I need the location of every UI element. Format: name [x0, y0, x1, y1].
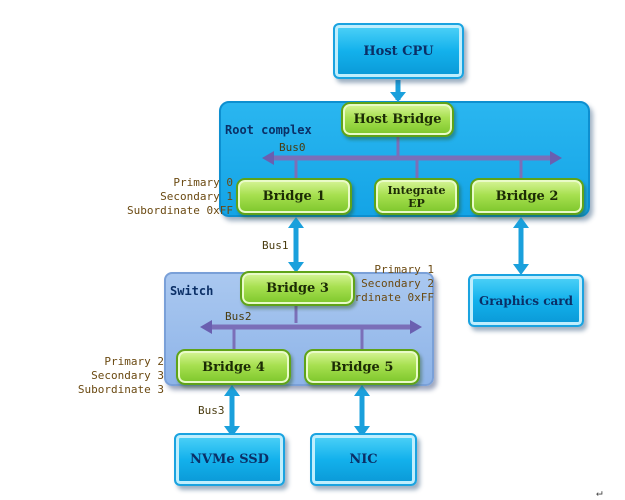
bus1-label: Bus1 — [262, 239, 289, 252]
bus2-line — [200, 320, 422, 334]
nic-box: NIC — [310, 433, 417, 486]
bridge3-secondary: Secondary 2 — [361, 277, 434, 290]
bus0-line — [262, 151, 562, 165]
bridge1-secondary: Secondary 1 — [160, 190, 233, 203]
bridge3-box: Bridge 3 — [240, 271, 355, 306]
bridge2-box: Bridge 2 — [470, 178, 584, 215]
bridge4-bus-numbers: Primary 2 Secondary 3 Subordinate 3 — [78, 355, 164, 397]
integrate-ep-label-line1: Integrate — [387, 183, 446, 197]
nvme-ssd-label: NVMe SSD — [190, 452, 269, 467]
host-cpu-label: Host CPU — [363, 43, 434, 59]
host-bridge-box: Host Bridge — [341, 102, 454, 137]
bridge2-label: Bridge 2 — [495, 189, 559, 204]
bus3-label: Bus3 — [198, 404, 225, 417]
bridge4-secondary: Secondary 3 — [91, 369, 164, 382]
bridge5-to-nic-link — [354, 385, 370, 437]
bridge3-primary: Primary 1 — [374, 263, 434, 276]
bridge3-bus-numbers: Primary 1 Secondary 2 Subordinate 0xFF — [328, 263, 434, 305]
bridge1-bus-numbers: Primary 0 Secondary 1 Subordinate 0xFF — [127, 176, 233, 218]
bridge1-box: Bridge 1 — [236, 178, 352, 215]
bridge4-subordinate: Subordinate 3 — [77, 383, 164, 396]
nvme-ssd-box: NVMe SSD — [174, 433, 285, 486]
bridge1-primary: Primary 0 — [173, 176, 233, 189]
bus2-label: Bus2 — [225, 310, 252, 323]
bus0-label: Bus0 — [279, 141, 306, 154]
host-bridge-label: Host Bridge — [353, 112, 442, 127]
nic-label: NIC — [349, 452, 378, 467]
bridge1-subordinate: Subordinate 0xFF — [127, 204, 233, 217]
bus1-link — [288, 217, 304, 273]
host-cpu-box: Host CPU — [333, 23, 464, 79]
switch-label: Switch — [170, 284, 214, 298]
integrate-ep-label-line2: EP — [408, 196, 425, 210]
bridge1-label: Bridge 1 — [262, 189, 326, 204]
root-complex-label: Root complex — [225, 123, 312, 137]
cpu-to-host-bridge-link — [390, 80, 406, 102]
integrate-ep-box: Integrate EP — [374, 178, 459, 215]
bridge4-label: Bridge 4 — [202, 359, 265, 375]
bridge2-to-graphics-link — [513, 217, 529, 275]
graphics-card-label: Graphics card — [478, 293, 574, 308]
bridge5-label: Bridge 5 — [330, 359, 394, 375]
bridge5-box: Bridge 5 — [304, 349, 420, 385]
bus3-link — [224, 385, 240, 437]
bridge3-label: Bridge 3 — [266, 281, 329, 296]
bridge4-primary: Primary 2 — [104, 355, 164, 368]
graphics-card-box: Graphics card — [468, 274, 584, 327]
paragraph-mark-icon: ↵ — [596, 486, 603, 499]
bridge4-box: Bridge 4 — [176, 349, 291, 385]
